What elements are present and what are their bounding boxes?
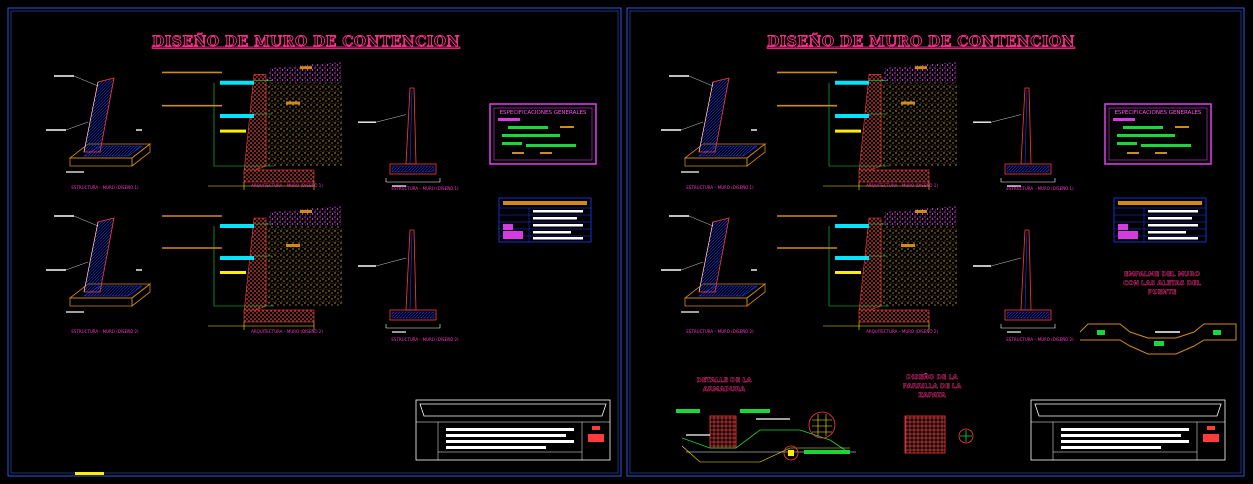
legend-table [498, 197, 592, 243]
note-armadura-1: DETALLE DE LA [696, 376, 751, 384]
parrilla-zapata-drawing [904, 415, 974, 454]
caption-estructura-1: ESTRUCTURA – MURO (DISEÑO 1) [71, 185, 139, 190]
architecture-wall-section-2 [777, 206, 957, 330]
note-parrilla-3: ZAPATA [918, 391, 945, 399]
sheet-title-right: DISEÑO DE MURO DE CONTENCION [767, 31, 1075, 50]
caption-arquitectura-1: ARQUITECTURA – MURO (DISEÑO 1) [251, 183, 323, 188]
caption-arquitectura-2: ARQUITECTURA – MURO (DISEÑO 2) [251, 329, 323, 334]
sheet-title-left: DISEÑO DE MURO DE CONTENCION [152, 31, 460, 50]
retaining-wall-section-1 [46, 75, 152, 173]
note-armadura-2: ARMADURA [703, 385, 745, 393]
specifications-box [1104, 103, 1212, 165]
sheet-border-left [7, 7, 622, 477]
thin-wall-section-2 [358, 229, 441, 333]
legend-table [1113, 197, 1207, 243]
spec-title-left: ESPECIFICACIONES GENERALES [500, 110, 587, 116]
caption-arquitectura-2-r: ARQUITECTURA – MURO (DISEÑO 2) [866, 329, 938, 334]
empalme-plan-drawing [1079, 323, 1237, 355]
note-empalme-3: PUENTE [1148, 288, 1177, 296]
note-empalme-1: EMPALME DEL MURO [1124, 270, 1200, 278]
architecture-wall-section-1 [777, 62, 957, 190]
thin-wall-section-1 [973, 87, 1056, 187]
architecture-wall-section-2 [162, 206, 342, 330]
retaining-wall-section-1 [661, 75, 767, 173]
note-empalme-2: CON LAS ALETAS DEL [1123, 279, 1201, 287]
caption-estructura-1b-r: ESTRUCTURA – MURO (DISEÑO 1) [1006, 186, 1074, 191]
caption-arquitectura-1-r: ARQUITECTURA – MURO (DISEÑO 1) [866, 183, 938, 188]
caption-estructura-2-r: ESTRUCTURA – MURO (DISEÑO 2) [686, 329, 754, 334]
spec-title-right: ESPECIFICACIONES GENERALES [1115, 110, 1202, 116]
title-block [415, 399, 611, 461]
armadura-detail-drawing [676, 409, 856, 463]
note-parrilla-1: DISEÑO DE LA [906, 372, 957, 381]
sheet-border-right [626, 7, 1245, 477]
thin-wall-section-2 [973, 229, 1056, 333]
title-block [1030, 399, 1226, 461]
layer-marker [75, 472, 104, 475]
architecture-wall-section-1 [162, 62, 342, 190]
caption-estructura-2b: ESTRUCTURA – MURO (DISEÑO 2) [391, 337, 459, 342]
caption-estructura-2: ESTRUCTURA – MURO (DISEÑO 2) [71, 329, 139, 334]
specifications-box [489, 103, 597, 165]
caption-estructura-1b: ESTRUCTURA – MURO (DISEÑO 1) [391, 186, 459, 191]
sheet-right [661, 62, 1226, 461]
retaining-wall-section-2 [661, 215, 767, 313]
caption-estructura-2b-r: ESTRUCTURA – MURO (DISEÑO 2) [1006, 337, 1074, 342]
retaining-wall-section-2 [46, 215, 152, 313]
sheet-left [46, 62, 611, 461]
caption-estructura-1-r: ESTRUCTURA – MURO (DISEÑO 1) [686, 185, 754, 190]
thin-wall-section-1 [358, 87, 441, 187]
note-parrilla-2: PARRILLA DE LA [903, 382, 961, 390]
